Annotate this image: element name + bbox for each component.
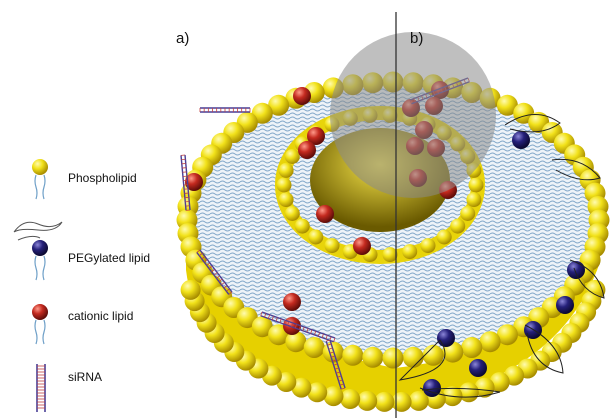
phospholipid-head — [251, 316, 273, 338]
lipid-nanoparticle — [176, 71, 610, 412]
phospholipid-head — [324, 238, 340, 254]
pegylated-lipid-head — [512, 131, 530, 149]
phospholipid-head — [278, 162, 294, 178]
outer-bilayer-wall — [186, 210, 600, 408]
peg-chains — [398, 114, 605, 398]
legend-sirna-symbol — [36, 364, 46, 412]
legend-label-phospholipid: Phospholipid — [68, 171, 137, 185]
phospholipid-head — [468, 177, 484, 193]
cationic-lipid-head — [293, 87, 311, 105]
phospholipid-head — [284, 149, 300, 164]
phospholipid-head — [420, 238, 436, 254]
cationic-lipid-head — [283, 293, 301, 311]
phospholipid-head — [294, 218, 310, 234]
phospholipid-head — [466, 192, 482, 208]
legend-label-pegylated-lipid: PEGylated lipid — [68, 251, 151, 265]
pegylated-lipid-head — [567, 261, 585, 279]
phospholipid-head — [340, 389, 361, 409]
pegylated-lipid-head — [423, 379, 441, 397]
phospholipid-head — [450, 218, 466, 234]
sirna-strand — [180, 154, 191, 211]
peg-chain — [551, 158, 601, 181]
phospholipid-head — [382, 247, 398, 263]
sirna-strand — [196, 249, 233, 295]
phospholipid-head — [285, 331, 307, 353]
phospholipid-head — [180, 279, 201, 300]
pegylated-lipid-head — [556, 296, 574, 314]
phospholipid-head — [278, 192, 294, 208]
legend-phospholipid-symbol — [32, 159, 48, 200]
cationic-lipid-head — [298, 141, 316, 159]
phospholipid-head — [460, 206, 476, 221]
cationic-lipid-head — [316, 205, 334, 223]
phospholipid-head — [474, 377, 495, 398]
cationic-lipid-head — [307, 127, 325, 145]
pegylated-lipid-head — [437, 329, 455, 347]
phospholipid-head — [362, 346, 384, 368]
panel-label-a: a) — [176, 30, 190, 47]
pegylated-lipid-head — [524, 321, 542, 339]
magnified-region-circle — [330, 32, 496, 198]
legend-symbols — [13, 159, 63, 412]
panel-label-b: b) — [410, 30, 424, 47]
phospholipid-head — [303, 337, 325, 358]
phospholipid-head — [496, 94, 518, 116]
phospholipid-head — [374, 391, 395, 412]
cationic-lipid-head — [353, 237, 371, 255]
legend-pegylated-lipid-symbol — [13, 221, 63, 281]
phospholipid-head — [323, 386, 344, 407]
phospholipid-head — [422, 344, 444, 366]
peg-chain — [524, 324, 564, 374]
phospholipid-head — [391, 391, 412, 412]
peg-chain — [398, 339, 446, 381]
phospholipid-head — [268, 94, 290, 116]
phospholipid-head — [461, 337, 483, 358]
phospholipid-head — [307, 382, 328, 403]
legend-label-sirna: siRNA — [68, 370, 103, 384]
legend-label-cationic-lipid: cationic lipid — [68, 309, 134, 323]
phospholipid-head — [402, 244, 418, 260]
peg-chain — [569, 259, 605, 299]
phospholipid-head — [436, 229, 452, 245]
phospholipid-head — [479, 331, 501, 353]
legend-cationic-lipid-symbol — [32, 304, 48, 345]
phospholipid-head — [408, 390, 429, 411]
phospholipid-head — [357, 390, 378, 411]
phospholipid-head — [342, 344, 364, 366]
phospholipid-head — [276, 177, 292, 193]
phospholipid-head — [382, 347, 404, 369]
phospholipid-head — [489, 372, 510, 392]
phospholipid-head — [291, 377, 312, 398]
cationic-lipid-head — [185, 173, 203, 191]
sirna-strand — [260, 311, 336, 343]
phospholipid-head — [496, 324, 518, 346]
pegylated-lipid-head — [469, 359, 487, 377]
sirna-strand — [199, 107, 251, 113]
phospholipid-head — [284, 206, 300, 221]
peg-chain — [504, 114, 561, 133]
sirna-strand — [325, 339, 346, 390]
phospholipid-head — [402, 346, 424, 368]
peg-chain — [419, 387, 501, 398]
phospholipid-head — [308, 229, 324, 245]
